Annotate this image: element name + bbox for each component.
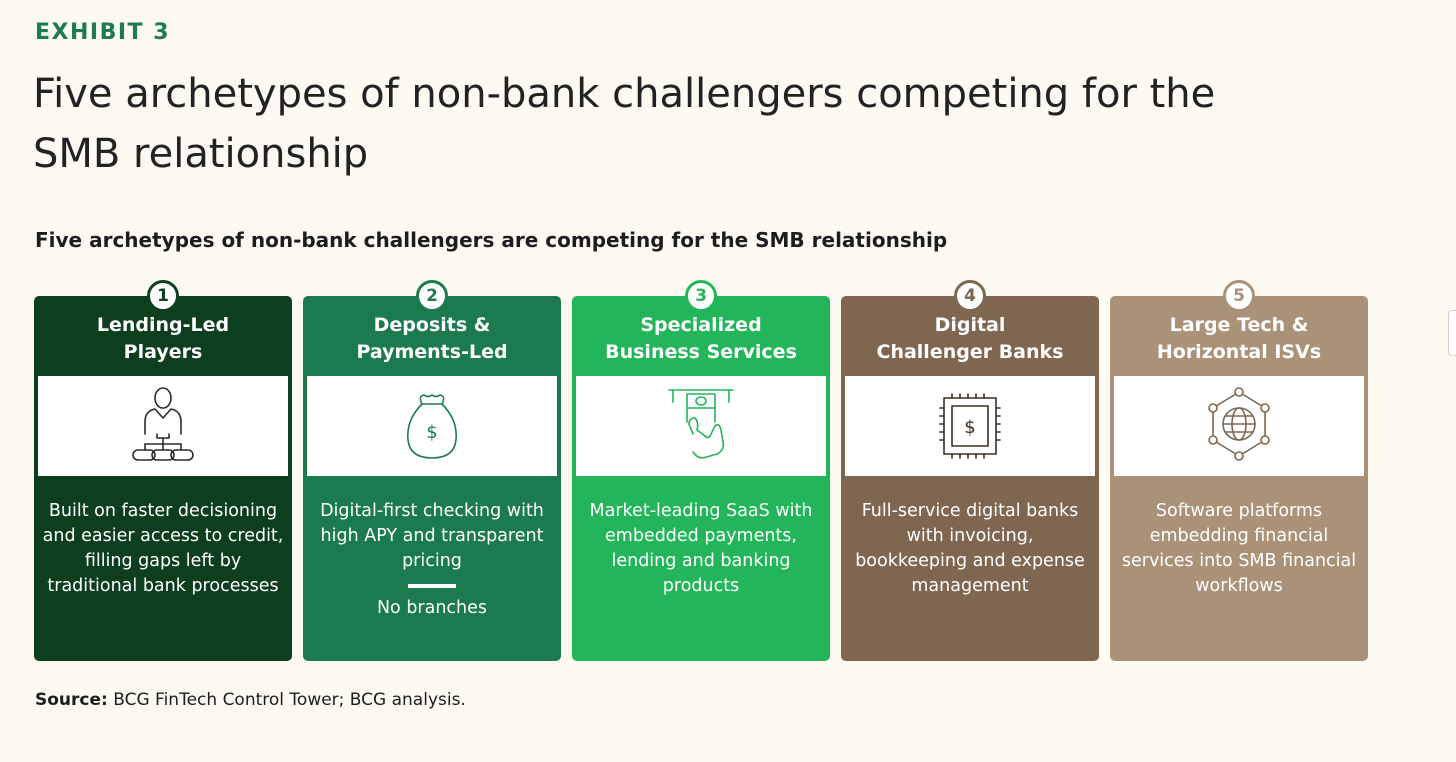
archetype-card-digital-challenger-banks: 4 Digital Challenger Banks $ Full-servic… <box>841 280 1099 661</box>
card-title-line: Lending-Led <box>96 314 230 336</box>
side-panel-handle[interactable] <box>1448 310 1456 356</box>
card-description: Digital-first checking with high APY and… <box>320 501 544 571</box>
exhibit-label: EXHIBIT 3 <box>35 20 171 45</box>
svg-text:$: $ <box>426 422 437 443</box>
card-title-line: Large Tech & <box>1169 314 1309 336</box>
card-number-badge: 3 <box>685 280 717 312</box>
money-bag-icon: $ <box>406 394 458 459</box>
card-icon-area: $ <box>845 376 1095 476</box>
card-title-line: Specialized <box>640 314 762 336</box>
card-title-line: Deposits & <box>373 314 491 336</box>
card-title: Specialized Business Services <box>572 312 830 366</box>
card-extra-note: No branches <box>376 598 488 618</box>
card-description: Full-service digital banks with invoicin… <box>855 501 1085 596</box>
card-description-block: Digital-first checking with high APY and… <box>311 499 553 621</box>
atm-cash-icon <box>668 389 734 459</box>
card-icon-area <box>576 376 826 476</box>
page-title: Five archetypes of non-bank challengers … <box>33 71 1216 177</box>
card-icon-area: $ <box>307 376 557 476</box>
card-number-badge: 2 <box>416 280 448 312</box>
dollar-chip-icon: $ <box>939 393 1001 459</box>
card-title-line: Challenger Banks <box>876 341 1064 363</box>
card-title: Deposits & Payments-Led <box>303 312 561 366</box>
archetype-card-deposits-payments: 2 Deposits & Payments-Led $ Digital-firs… <box>303 280 561 661</box>
card-title-line: Payments-Led <box>356 341 508 363</box>
card-title: Digital Challenger Banks <box>841 312 1099 366</box>
card-icon-area <box>38 376 288 476</box>
card-divider <box>408 584 456 588</box>
archetype-card-large-tech-isvs: 5 Large Tech & Horizontal ISVs Software … <box>1110 280 1368 661</box>
archetype-card-lending-led: 1 Lending-Led Players Built on faster de… <box>34 280 292 661</box>
card-title: Lending-Led Players <box>34 312 292 366</box>
card-title: Large Tech & Horizontal ISVs <box>1110 312 1368 366</box>
globe-network-icon <box>1208 387 1270 461</box>
card-description: Market-leading SaaS with embedded paymen… <box>589 501 813 596</box>
card-number-badge: 1 <box>147 280 179 312</box>
source-text: BCG FinTech Control Tower; BCG analysis. <box>113 690 466 710</box>
source-note: Source: BCG FinTech Control Tower; BCG a… <box>35 690 466 710</box>
chart-subtitle: Five archetypes of non-bank challengers … <box>35 228 948 252</box>
card-number-badge: 4 <box>954 280 986 312</box>
card-title-line: Players <box>123 341 203 363</box>
card-title-line: Digital <box>934 314 1006 336</box>
card-title-line: Business Services <box>605 341 797 363</box>
person-decisioning-icon <box>132 387 194 461</box>
archetype-card-specialized-services: 3 Specialized Business Services Market-l… <box>572 280 830 661</box>
source-label: Source: <box>35 690 108 710</box>
card-number-badge: 5 <box>1223 280 1255 312</box>
card-description: Software platforms embedding financial s… <box>1121 501 1357 596</box>
card-description: Built on faster decisioning and easier a… <box>42 501 284 596</box>
svg-text:$: $ <box>964 417 975 438</box>
card-title-line: Horizontal ISVs <box>1156 341 1322 363</box>
card-icon-area <box>1114 376 1364 476</box>
